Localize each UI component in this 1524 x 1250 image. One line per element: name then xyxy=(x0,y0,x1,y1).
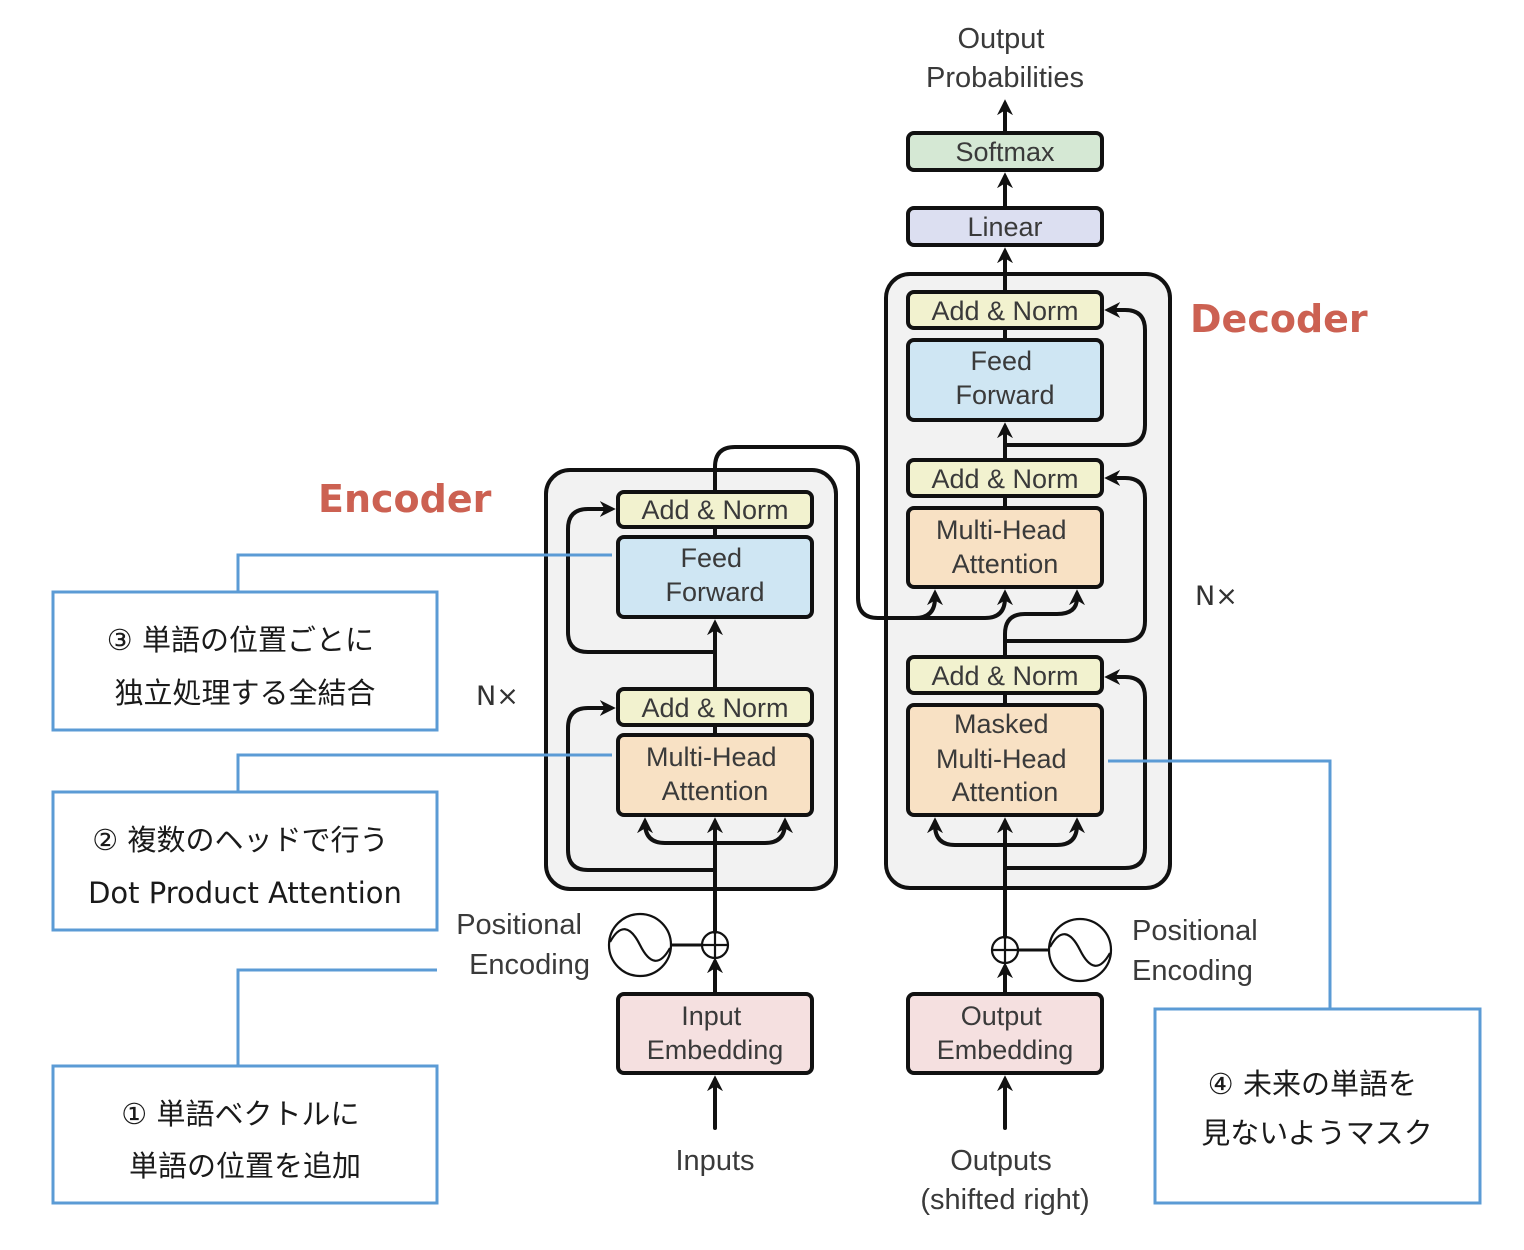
add-norm-box xyxy=(906,655,1104,695)
callout-text: ① 単語ベクトルに 単語の位置を追加 xyxy=(121,1097,368,1183)
input-embedding-label: Input Embedding xyxy=(647,1001,784,1065)
callout-connector xyxy=(236,968,437,1066)
output-embedding-box xyxy=(906,992,1104,1075)
decoder-query-arrow xyxy=(1003,589,1085,659)
output-embedding: Output Embedding xyxy=(906,992,1104,1075)
softmax-box xyxy=(906,131,1104,172)
masked-attention-box xyxy=(906,703,1104,817)
plus-icon xyxy=(993,938,1017,962)
add-norm-label: Add & Norm xyxy=(931,661,1078,691)
decoder-add-norm-top: Add & Norm xyxy=(906,290,1104,330)
add-norm-label: Add & Norm xyxy=(641,495,788,525)
add-circle-icon xyxy=(700,930,730,960)
callout-text: ③ 単語の位置ごとに 独立処理する全結合 xyxy=(107,623,383,710)
add-circle-icon xyxy=(990,935,1020,965)
feed-forward-box xyxy=(616,535,814,619)
sine-curve xyxy=(1049,933,1111,967)
add-norm-box xyxy=(616,687,814,727)
decoder-wires xyxy=(927,99,1147,1130)
input-embedding-box xyxy=(616,992,814,1075)
callout-box xyxy=(51,590,439,732)
callout-text: ④ 未来の単語を 見ないようマスク xyxy=(1201,1067,1432,1150)
decoder-repeat-label: N× xyxy=(1195,581,1238,612)
softmax-layer: Softmax xyxy=(906,131,1104,172)
callout-positional-encoding: ① 単語ベクトルに 単語の位置を追加 xyxy=(51,968,439,1205)
masked-attn-key-arrow xyxy=(927,817,1007,847)
linear-label: Linear xyxy=(967,212,1042,242)
callout-connector xyxy=(236,553,612,592)
callout-connector xyxy=(236,753,612,792)
encoder-multi-head-attention: Multi-Head Attention xyxy=(616,733,814,817)
inputs-label: Inputs xyxy=(676,1145,755,1177)
encoder-add-norm-top: Add & Norm xyxy=(616,490,814,529)
encoder-feed-forward: Feed Forward xyxy=(616,535,814,619)
encoder-output-key-arrow xyxy=(913,589,943,620)
encoder-residual-2 xyxy=(566,501,717,654)
attention-box xyxy=(616,733,814,817)
decoder-add-norm-mid: Add & Norm xyxy=(906,458,1104,498)
attention-box xyxy=(906,506,1104,589)
add-norm-box xyxy=(616,490,814,529)
decoder-feed-forward: Feed Forward xyxy=(906,338,1104,422)
callout-feed-forward: ③ 単語の位置ごとに 独立処理する全結合 xyxy=(51,553,612,732)
softmax-label: Softmax xyxy=(955,137,1055,167)
decoder-residual-3 xyxy=(1003,302,1147,447)
decoder-add-norm-bottom: Add & Norm xyxy=(906,655,1104,695)
add-norm-box xyxy=(906,458,1104,498)
add-norm-label: Add & Norm xyxy=(931,296,1078,326)
masked-attention-label: Masked Multi-Head Attention xyxy=(936,709,1074,807)
decoder-multi-head-attention: Multi-Head Attention xyxy=(906,506,1104,589)
encoder-title: Encoder xyxy=(318,477,492,521)
callout-connector xyxy=(1108,759,1332,1009)
decoder-residual-2 xyxy=(1003,470,1147,643)
callout-box xyxy=(1153,1007,1482,1205)
outputs-label: Outputs (shifted right) xyxy=(920,1145,1089,1216)
input-embedding: Input Embedding xyxy=(616,992,814,1075)
positional-encoding-label: Positional Encoding xyxy=(456,909,590,981)
attention-label: Multi-Head Attention xyxy=(936,515,1074,579)
plus-icon xyxy=(703,933,727,957)
encoder-attn-value-arrow xyxy=(713,817,793,845)
feed-forward-label: Feed Forward xyxy=(665,543,764,607)
add-norm-label: Add & Norm xyxy=(931,464,1078,494)
callout-multi-head-attention: ② 複数のヘッドで行う Dot Product Attention xyxy=(51,753,612,932)
callout-box xyxy=(51,790,439,932)
decoder-positional-encoding: Positional Encoding xyxy=(990,915,1266,987)
encoder-add-norm-bottom: Add & Norm xyxy=(616,687,814,727)
decoder-title: Decoder xyxy=(1190,297,1368,341)
encoder-wires xyxy=(566,501,793,1130)
encoder-residual-1 xyxy=(566,700,717,872)
encoder-positional-encoding: Positional Encoding xyxy=(456,909,730,981)
callout-box xyxy=(51,1064,439,1205)
feed-forward-box xyxy=(906,338,1104,422)
encoder-block xyxy=(544,468,838,891)
encoder-output-wires xyxy=(713,445,1013,620)
encoder-repeat-label: N× xyxy=(476,681,519,712)
decoder-masked-multi-head-attention: Masked Multi-Head Attention xyxy=(906,703,1104,817)
add-norm-label: Add & Norm xyxy=(641,693,788,723)
encoder-attn-key-arrow xyxy=(637,817,717,845)
callout-text: ② 複数のヘッドで行う Dot Product Attention xyxy=(88,823,402,910)
linear-box xyxy=(906,206,1104,247)
linear-layer: Linear xyxy=(906,206,1104,247)
callout-masked-attention: ④ 未来の単語を 見ないようマスク xyxy=(1108,759,1482,1205)
output-probabilities-label: Output Probabilities xyxy=(926,23,1084,94)
sine-curve xyxy=(609,928,671,962)
attention-label: Multi-Head Attention xyxy=(646,742,784,806)
encoder-output-to-cross-attn xyxy=(713,445,1013,620)
add-norm-box xyxy=(906,290,1104,330)
masked-attn-value-arrow xyxy=(1003,817,1085,847)
positional-encoding-label: Positional Encoding xyxy=(1132,915,1266,987)
output-embedding-label: Output Embedding xyxy=(937,1001,1074,1065)
feed-forward-label: Feed Forward xyxy=(955,346,1054,410)
decoder-residual-1 xyxy=(1003,669,1147,870)
